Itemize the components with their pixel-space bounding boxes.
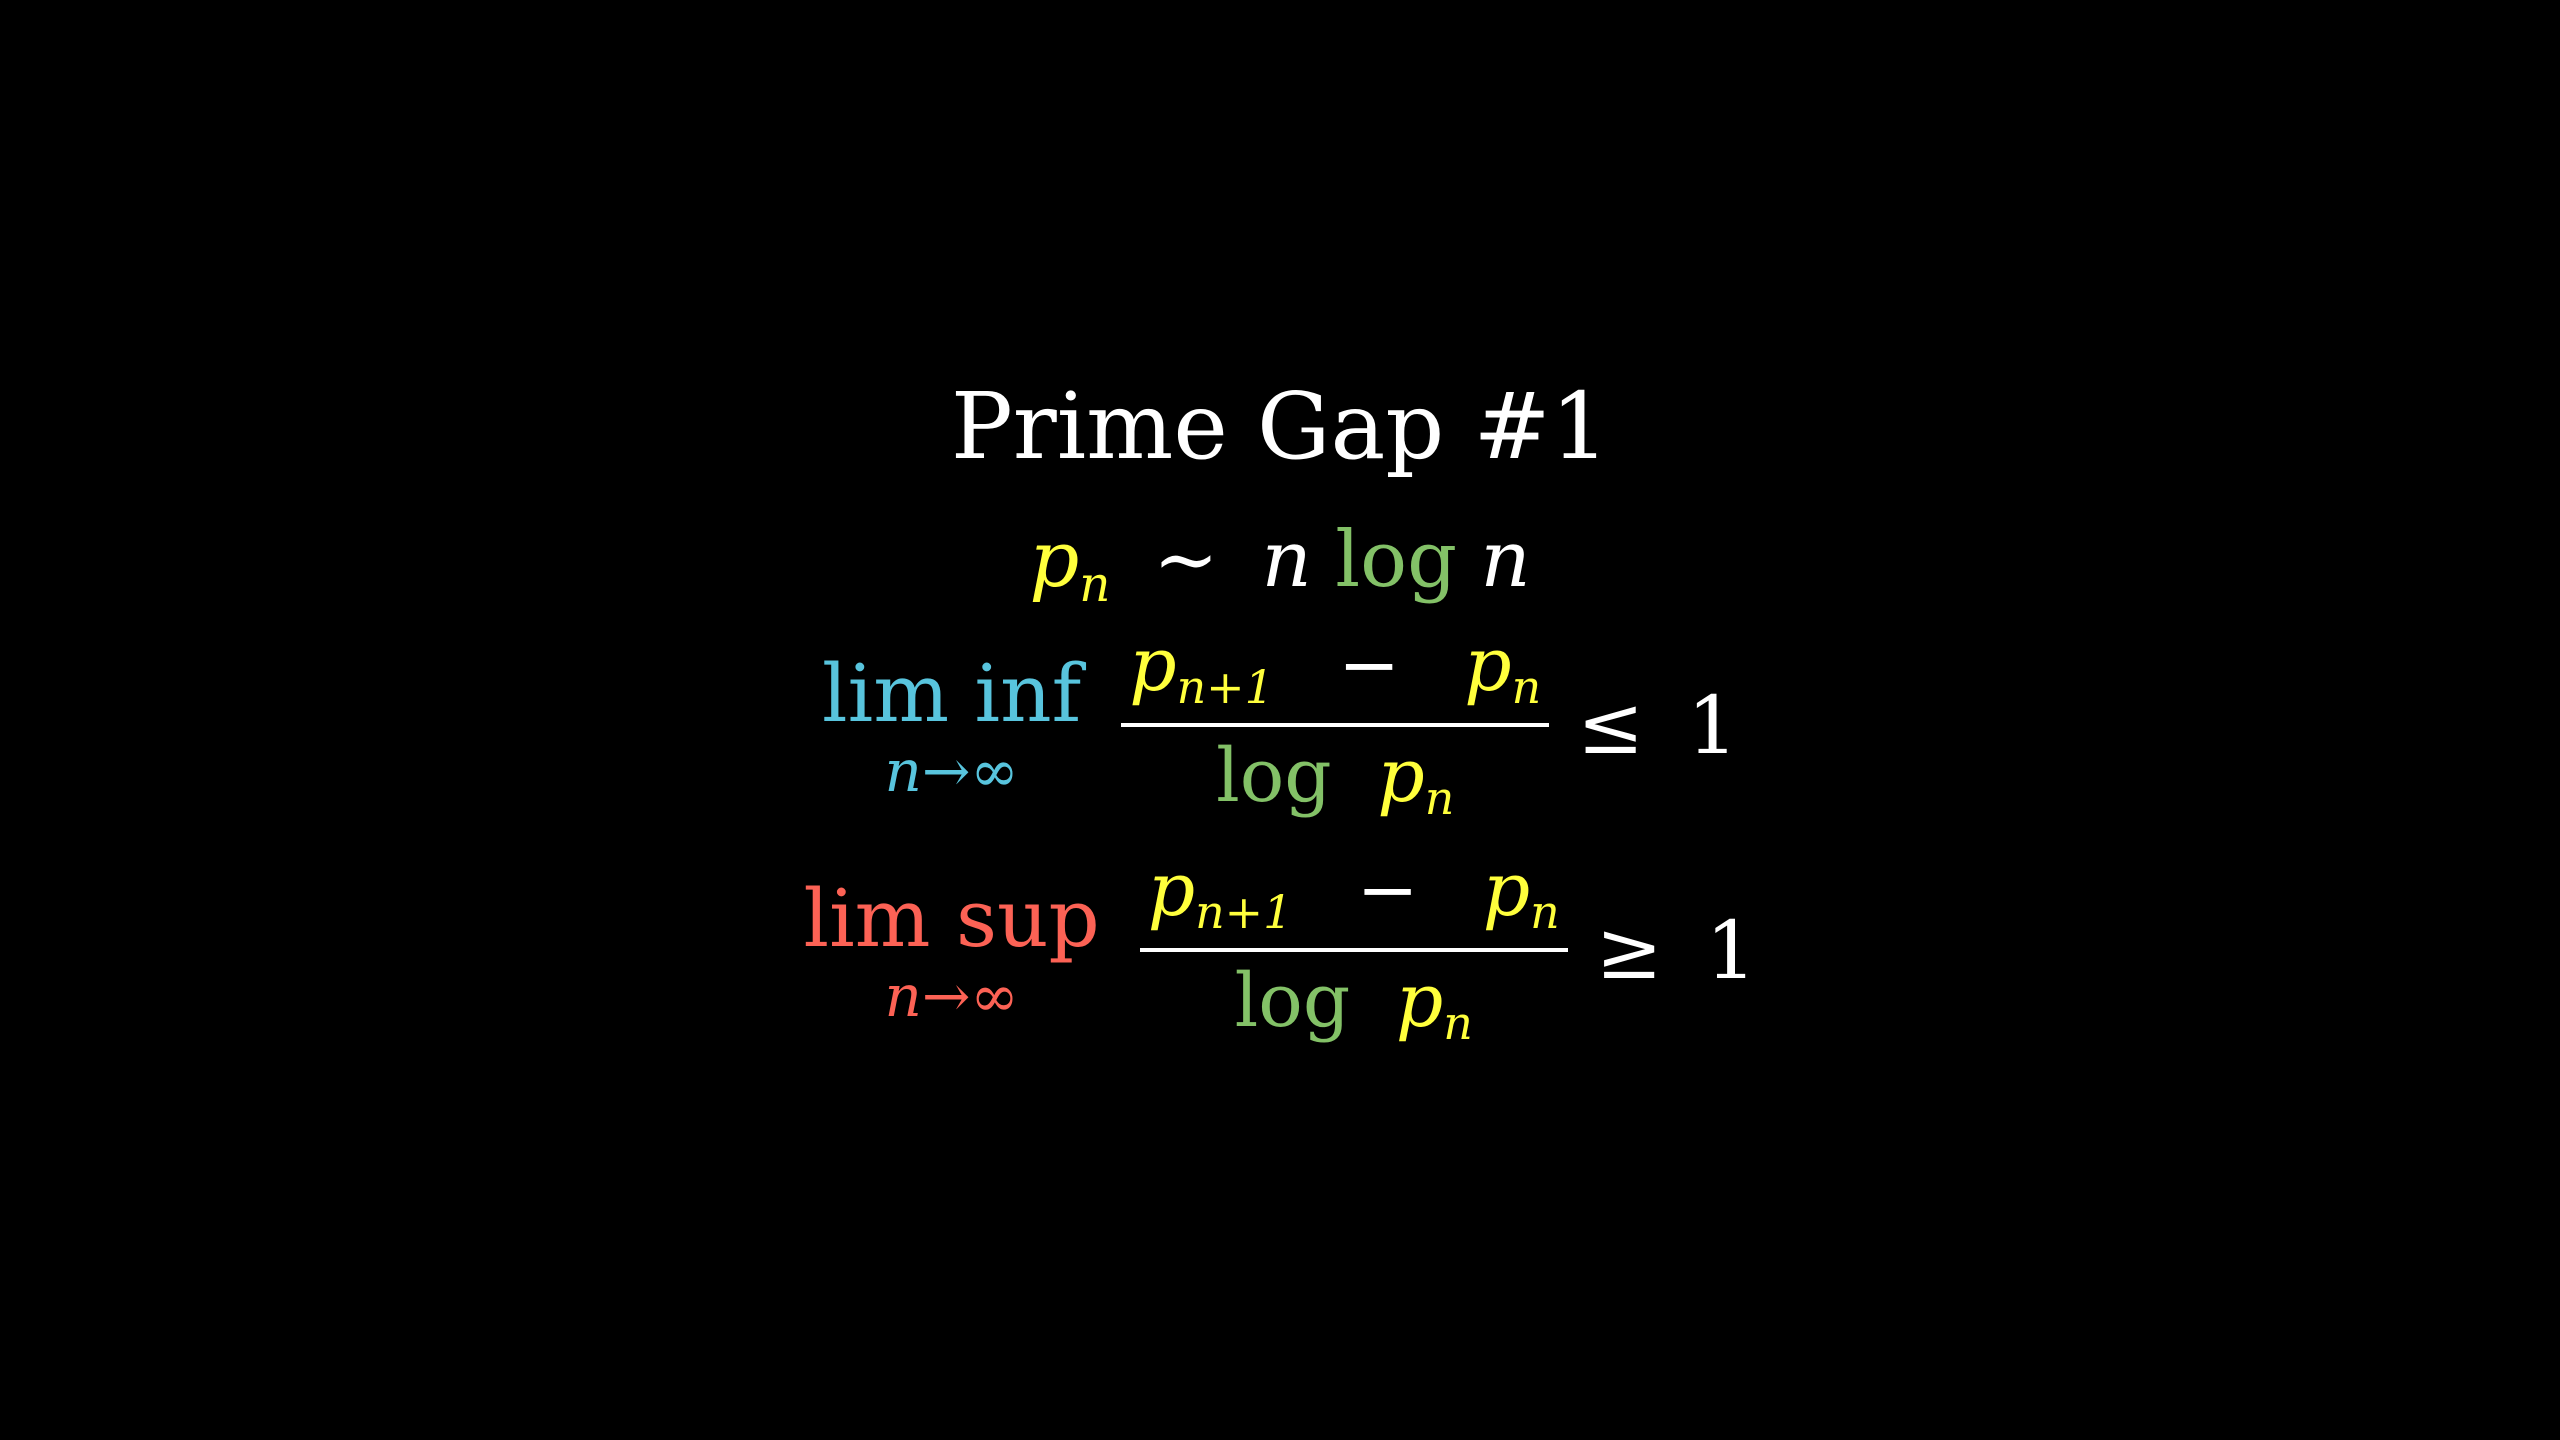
n-variable: n bbox=[1261, 515, 1312, 605]
liminf-operator: lim inf n→∞ bbox=[822, 647, 1082, 805]
gap-fraction: pn+1 − pn log pn bbox=[1121, 622, 1550, 828]
limsup-equation: lim sup n→∞ pn+1 − pn log pn ≥ 1 bbox=[0, 845, 2560, 1055]
fraction-numerator: pn+1 − pn bbox=[1129, 622, 1542, 714]
liminf-equation: lim inf n→∞ pn+1 − pn log pn ≤ 1 bbox=[0, 620, 2560, 830]
fraction-denominator: log pn bbox=[1234, 958, 1473, 1050]
prime-number-theorem-equation: pn ∼ n log n bbox=[0, 505, 2560, 615]
greater-equal-symbol: ≥ bbox=[1595, 903, 1663, 997]
log-function: log bbox=[1335, 515, 1458, 605]
limsup-operator: lim sup n→∞ bbox=[803, 872, 1100, 1030]
limit-subscript: n→∞ bbox=[884, 962, 1019, 1030]
fraction-bar bbox=[1121, 723, 1550, 727]
asymptotic-symbol: ∼ bbox=[1153, 515, 1219, 605]
slide-title: Prime Gap #1 bbox=[950, 373, 1610, 480]
rhs-value: 1 bbox=[1705, 903, 1757, 997]
rhs-value: 1 bbox=[1687, 678, 1738, 772]
gap-fraction: pn+1 − pn log pn bbox=[1139, 847, 1568, 1053]
fraction-denominator: log pn bbox=[1216, 733, 1455, 825]
fraction-numerator: pn+1 − pn bbox=[1147, 847, 1560, 939]
n-variable: n bbox=[1480, 515, 1531, 605]
less-equal-symbol: ≤ bbox=[1577, 678, 1645, 772]
fraction-bar bbox=[1139, 948, 1568, 952]
prime-symbol: pn bbox=[1029, 515, 1111, 614]
limit-subscript: n→∞ bbox=[884, 737, 1019, 805]
